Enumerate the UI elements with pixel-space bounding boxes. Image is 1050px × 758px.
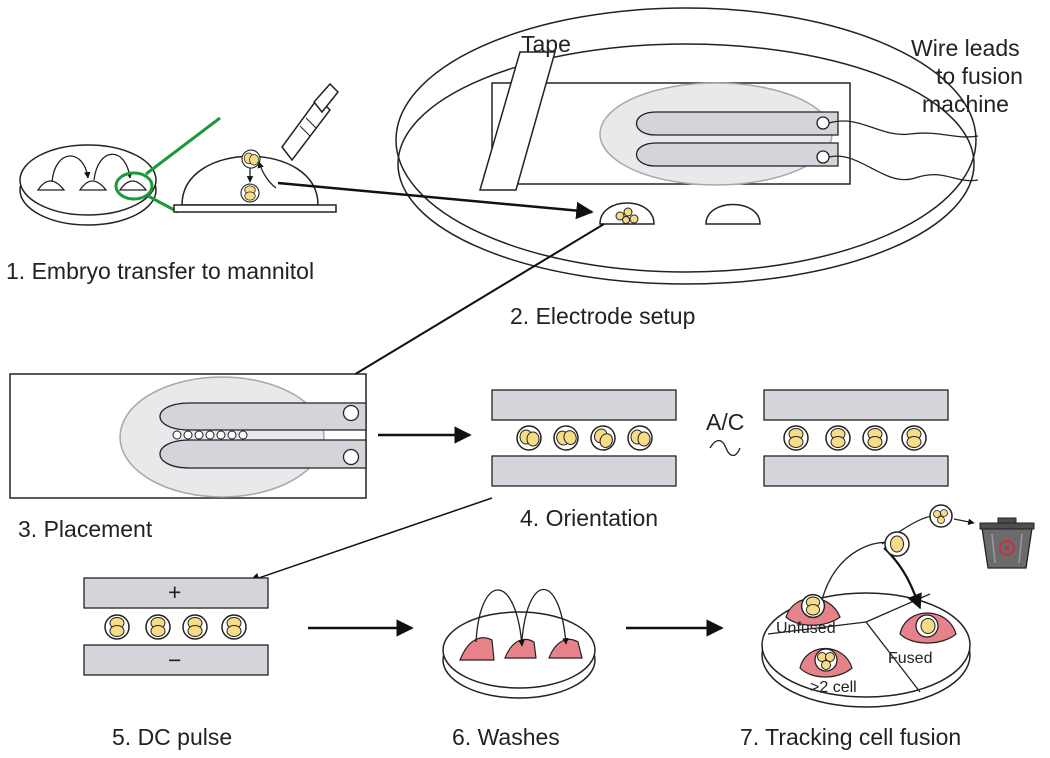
step2-panel: Tape Wire leads to fusion machine 2. Ele… [395,7,1023,329]
step3-label: 3. Placement [18,516,153,542]
step7-panel: Unfused Fused >2 cell 7. Tracking cell f… [740,504,1035,750]
arrow-transfer-to-drop [277,181,594,220]
step5-label: 5. DC pulse [112,724,232,750]
arc-to-top [821,541,895,601]
mannitol-drop [173,149,337,213]
multicell-drop [799,647,853,678]
discarded-embryo-icon [929,504,953,528]
fused-drop [899,612,957,644]
ac-label: A/C [706,409,744,435]
minus-sign: − [168,647,181,673]
step1-label: 1. Embryo transfer to mannitol [6,258,314,284]
step2-label: 2. Electrode setup [510,303,695,329]
embryo-drops [599,202,761,225]
unfused-drop [785,593,841,626]
tape-label: Tape [521,31,571,57]
wire-leads-label-3: machine [922,91,1009,117]
fused-embryo-icon [884,531,910,557]
arrow-to-trash [953,518,975,526]
green-transfer-line [114,116,221,214]
multicell-label: >2 cell [810,679,857,696]
tape-strip [479,51,556,191]
step6-panel: 6. Washes [442,588,596,750]
biohazard-trash-icon [979,517,1035,569]
step6-label: 6. Washes [452,724,560,750]
electrode-slide [491,82,851,186]
culture-dish [19,144,157,226]
step7-label: 7. Tracking cell fusion [740,724,961,750]
step4-label: 4. Orientation [520,505,658,531]
unfused-label: Unfused [776,620,836,637]
aligned-embryos [172,430,248,440]
step3-panel: 3. Placement [9,373,367,542]
wire-leads-label-2: to fusion [936,63,1023,89]
fused-label: Fused [888,650,932,667]
wire-leads-label-1: Wire leads [911,35,1020,61]
wire-leads [828,120,979,182]
ac-wave-icon [709,439,741,457]
step1-panel: 1. Embryo transfer to mannitol [6,82,340,284]
arrow-orientation-to-pulse [249,497,493,583]
plus-sign: + [168,579,181,605]
pipette-icon [281,82,340,162]
step4-panel: A/C 4. Orientation [491,389,949,531]
step5-panel: + − 5. DC pulse [83,577,269,750]
